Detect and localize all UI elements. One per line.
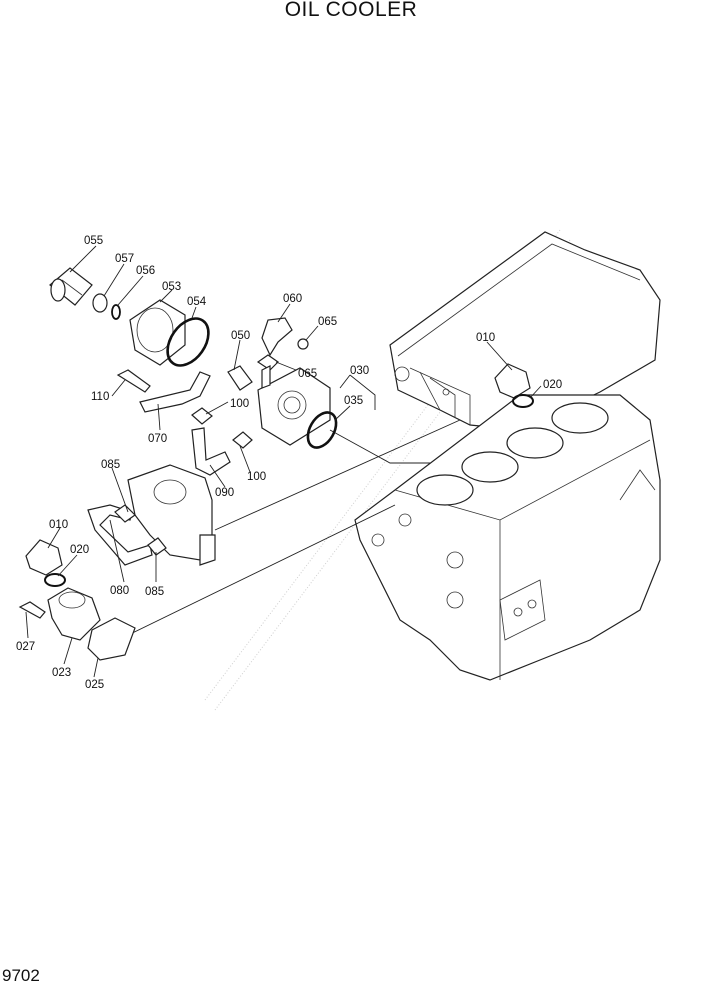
part-050-nipple: [227, 365, 253, 391]
label-020-lower: 020: [70, 544, 89, 556]
label-030: 030: [350, 365, 369, 377]
part-085-clamp: [114, 504, 136, 523]
page-number: 9702: [2, 966, 40, 985]
diagram-title: OIL COOLER: [284, 0, 418, 21]
label-056: 056: [136, 265, 155, 277]
part-055-plug: [49, 267, 93, 306]
part-100-clamp: [191, 407, 213, 425]
label-055: 055: [84, 235, 103, 247]
part-010-filler-cap-upper: [494, 363, 531, 399]
label-025: 025: [85, 679, 104, 691]
label-070: 070: [148, 433, 167, 445]
label-085-lower: 085: [145, 586, 164, 598]
part-030-oil-cooler: [257, 365, 331, 446]
assembly-line: [214, 419, 461, 531]
part-053-cover: [129, 299, 186, 366]
part-025-gasket: [87, 617, 136, 661]
part-054-o-ring: [166, 317, 210, 367]
label-065-top: 065: [318, 316, 337, 328]
part-057-washer: [92, 293, 108, 313]
label-065-mid: 065: [298, 368, 317, 380]
assembly-line: [329, 429, 430, 464]
label-010-lower: 010: [49, 519, 68, 531]
part-020-o-ring: [44, 573, 66, 587]
label-027: 027: [16, 641, 35, 653]
label-054: 054: [187, 296, 207, 308]
watermark: [204, 229, 571, 711]
label-050: 050: [231, 330, 250, 342]
part-035-o-ring: [306, 411, 338, 449]
part-090-hose: [191, 427, 231, 476]
label-010-upper: 010: [476, 332, 495, 344]
part-027-bolt: [18, 601, 46, 619]
part-110-bolt: [116, 369, 151, 393]
label-020-upper: 020: [543, 379, 562, 391]
leader-lines: [25, 245, 542, 678]
label-023: 023: [52, 667, 71, 679]
part-100-clamp: [232, 431, 253, 449]
label-057: 057: [115, 253, 134, 265]
part-070-pipe: [139, 371, 211, 413]
label-100-lower: 100: [247, 471, 266, 483]
part-023-filler-neck: [47, 587, 101, 641]
label-080: 080: [110, 585, 129, 597]
part-060-pipe: [261, 317, 293, 357]
part-085-clamp: [147, 537, 167, 556]
label-060: 060: [283, 293, 302, 305]
part-010-filler-cap: [25, 539, 63, 576]
label-090: 090: [215, 487, 234, 499]
label-053: 053: [162, 281, 181, 293]
assembly-line: [117, 504, 396, 641]
part-085-adapter-housing: [127, 464, 216, 566]
part-056-o-ring: [111, 304, 121, 320]
label-085-upper: 085: [101, 459, 120, 471]
engine-block: [354, 231, 661, 681]
label-100-upper: 100: [230, 398, 249, 410]
label-110: 110: [91, 391, 109, 403]
label-035: 035: [344, 395, 363, 407]
part-020-o-ring: [512, 394, 534, 408]
part-065-clamp: [297, 338, 309, 350]
